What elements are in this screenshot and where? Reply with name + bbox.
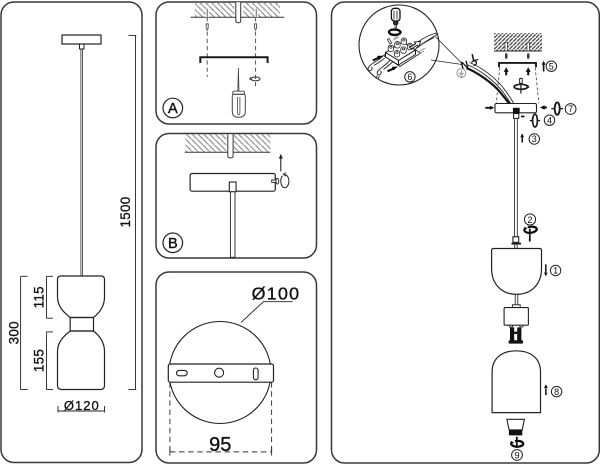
svg-text:95: 95 (209, 434, 231, 456)
svg-text:7: 7 (568, 104, 573, 114)
svg-text:4: 4 (547, 115, 552, 125)
svg-text:L: L (470, 51, 480, 64)
svg-text:300: 300 (6, 321, 21, 344)
svg-text:Ø100: Ø100 (252, 284, 301, 304)
svg-text:5: 5 (549, 61, 554, 71)
svg-text:1: 1 (553, 266, 558, 276)
svg-text:1500: 1500 (118, 197, 133, 228)
svg-text:Ø120: Ø120 (64, 398, 100, 413)
svg-text:A: A (168, 101, 178, 117)
svg-text:8: 8 (554, 387, 559, 397)
svg-text:N: N (460, 59, 470, 72)
svg-text:9: 9 (514, 450, 519, 461)
svg-text:115: 115 (31, 286, 46, 308)
svg-text:6: 6 (407, 72, 412, 82)
svg-text:3: 3 (532, 134, 537, 144)
svg-text:155: 155 (31, 349, 46, 372)
svg-text:B: B (168, 236, 178, 252)
svg-text:2: 2 (527, 215, 532, 226)
